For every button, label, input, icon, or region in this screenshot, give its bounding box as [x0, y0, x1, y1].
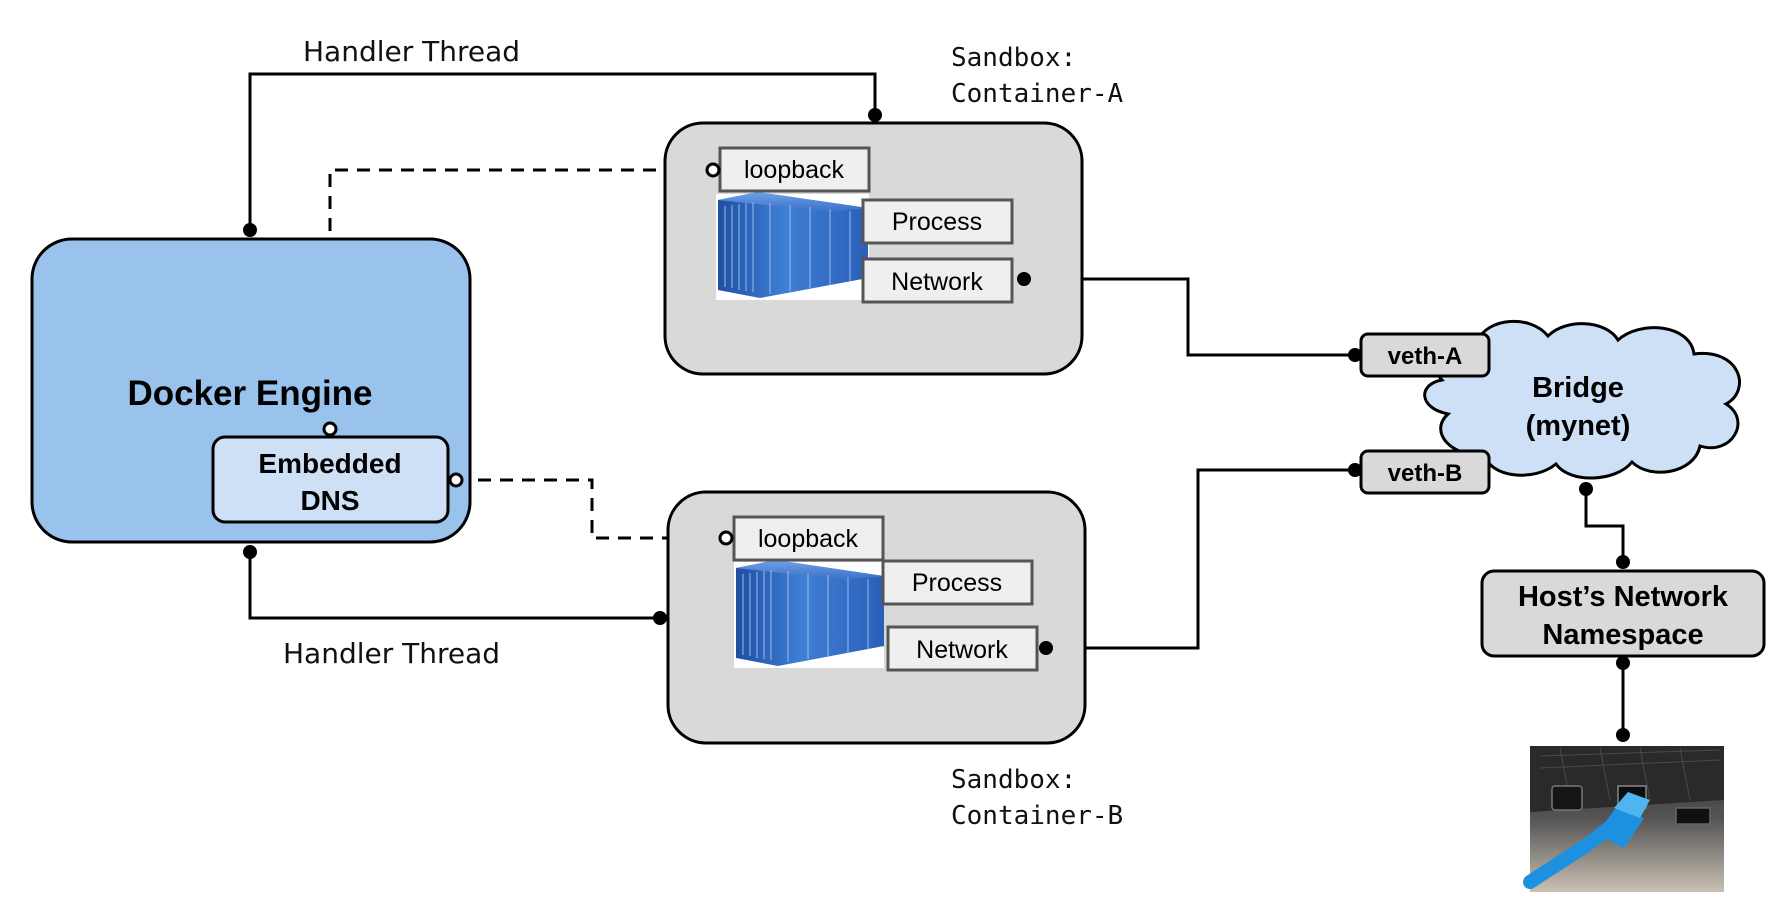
embedded-dns-label-line1: Embedded	[258, 448, 401, 479]
veth-a-label: veth-A	[1388, 343, 1463, 370]
connection-dots	[243, 108, 1630, 742]
process-a: Process	[861, 198, 1014, 245]
host-namespace-label-line1: Host’s Network	[1518, 581, 1729, 613]
network-a-to-veth-a-line	[1024, 277, 1355, 357]
sandbox-b-label-line2: Container-B	[951, 801, 1123, 831]
docker-engine: Docker Engine Embedded DNS	[30, 237, 472, 544]
veth-a: veth-A	[1359, 332, 1491, 378]
network-b-to-veth-b-line	[1046, 468, 1355, 650]
handler-thread-top-line	[248, 72, 877, 230]
sandbox-b-label-line1: Sandbox:	[951, 765, 1076, 795]
veth-b-label: veth-B	[1388, 460, 1463, 487]
sandbox-a-label-line2: Container-A	[951, 79, 1124, 109]
host-network-namespace: Host’s Network Namespace	[1480, 569, 1766, 658]
process-a-label: Process	[892, 208, 982, 236]
process-b: Process	[881, 559, 1034, 606]
network-b: Network	[886, 625, 1039, 672]
network-a-label: Network	[891, 268, 983, 296]
network-b-label: Network	[916, 636, 1008, 664]
loopback-b: loopback	[732, 515, 885, 562]
loopback-a: loopback	[718, 146, 871, 193]
ethernet-cable-image	[1523, 746, 1724, 892]
loopback-b-label: loopback	[758, 525, 859, 553]
shipping-container-image-a	[716, 192, 869, 300]
handler-thread-bottom-label: Handler Thread	[283, 637, 500, 670]
loopback-a-label: loopback	[744, 156, 845, 184]
handler-thread-bottom-line	[248, 552, 660, 620]
bridge-label-line1: Bridge	[1532, 372, 1624, 404]
connectors	[248, 72, 1625, 735]
veth-b: veth-B	[1359, 449, 1491, 495]
bridge-to-host-line	[1584, 489, 1625, 562]
shipping-container-image-b	[734, 560, 884, 668]
bridge-cloud: Bridge (mynet)	[1423, 320, 1741, 480]
host-namespace-label-line2: Namespace	[1542, 619, 1703, 651]
open-endpoints	[322, 162, 734, 546]
process-b-label: Process	[912, 569, 1002, 597]
sandbox-a-label-line1: Sandbox:	[951, 43, 1076, 73]
handler-thread-top-label: Handler Thread	[303, 35, 520, 68]
sandbox-container-b: loopback Process Network	[666, 490, 1087, 745]
embedded-dns: Embedded DNS	[211, 435, 450, 524]
network-a: Network	[861, 257, 1014, 304]
sandbox-container-a: loopback Process Network	[663, 121, 1084, 376]
dns-to-loopback-b-line	[456, 478, 726, 540]
docker-engine-title: Docker Engine	[127, 374, 372, 413]
bridge-label-line2: (mynet)	[1526, 410, 1631, 442]
embedded-dns-label-line2: DNS	[300, 485, 359, 516]
dns-to-loopback-a-line	[328, 168, 713, 429]
